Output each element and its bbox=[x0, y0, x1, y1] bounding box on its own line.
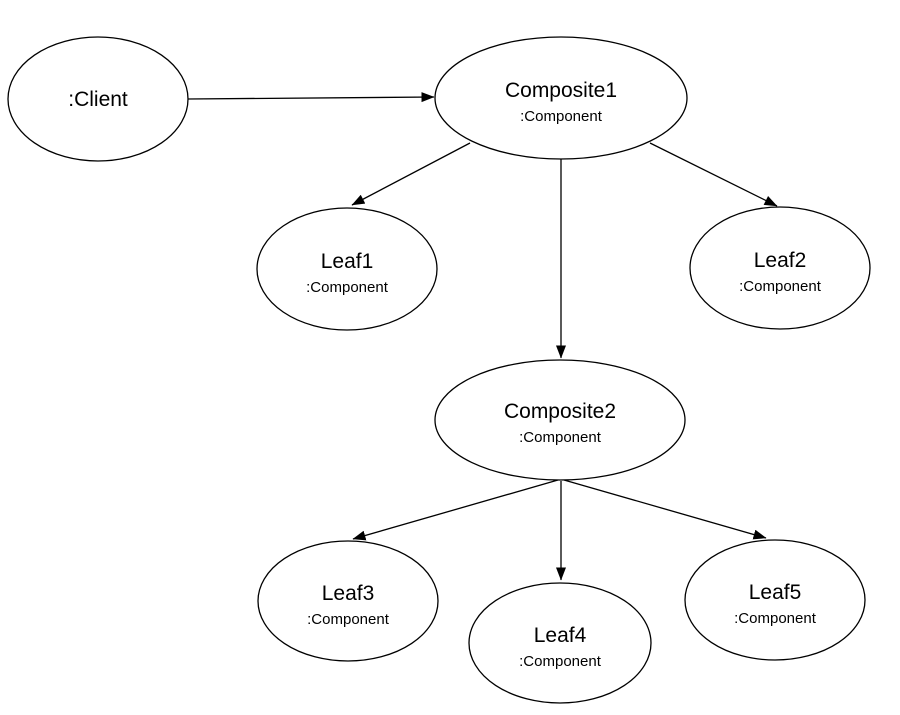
node-leaf4-label: Leaf4 bbox=[534, 624, 587, 647]
node-leaf2-sublabel: :Component bbox=[739, 278, 822, 295]
node-leaf3-shape bbox=[257, 540, 439, 662]
node-composite2: Composite2 :Component bbox=[434, 359, 686, 481]
node-leaf3-sublabel: :Component bbox=[307, 611, 390, 628]
edge-composite2-to-leaf3 bbox=[352, 479, 559, 541]
node-leaf1-label: Leaf1 bbox=[321, 250, 374, 273]
node-composite2-sublabel: :Component bbox=[519, 429, 602, 446]
node-leaf4-sublabel: :Component bbox=[519, 653, 602, 670]
node-leaf5-label: Leaf5 bbox=[749, 581, 802, 604]
edge-composite1-to-leaf1 bbox=[351, 142, 471, 206]
node-client-label: :Client bbox=[68, 88, 128, 111]
node-client-shape bbox=[7, 36, 189, 162]
node-leaf2-label: Leaf2 bbox=[754, 249, 807, 272]
node-leaf5-shape bbox=[684, 539, 866, 661]
node-leaf1-shape bbox=[256, 207, 438, 331]
node-composite2-shape bbox=[434, 359, 686, 481]
edge-composite1-to-leaf2 bbox=[649, 142, 778, 207]
node-leaf5-sublabel: :Component bbox=[734, 610, 817, 627]
node-composite1-label: Composite1 bbox=[505, 79, 617, 102]
node-composite1-shape bbox=[434, 36, 688, 160]
node-leaf5: Leaf5 :Component bbox=[684, 539, 866, 661]
node-leaf3: Leaf3 :Component bbox=[257, 540, 439, 662]
node-leaf4-shape bbox=[468, 582, 652, 704]
edges-layer bbox=[187, 92, 778, 581]
node-composite1: Composite1 :Component bbox=[434, 36, 688, 160]
edge-composite2-to-leaf5 bbox=[563, 479, 767, 540]
node-leaf1: Leaf1 :Component bbox=[256, 207, 438, 331]
edge-client-to-composite1 bbox=[187, 92, 435, 103]
node-leaf2-shape bbox=[689, 206, 871, 330]
node-leaf2: Leaf2 :Component bbox=[689, 206, 871, 330]
node-leaf1-sublabel: :Component bbox=[306, 279, 389, 296]
node-client: :Client bbox=[7, 36, 189, 162]
node-leaf3-label: Leaf3 bbox=[322, 582, 375, 605]
node-composite1-sublabel: :Component bbox=[520, 108, 603, 125]
node-leaf4: Leaf4 :Component bbox=[468, 582, 652, 704]
node-composite2-label: Composite2 bbox=[504, 400, 616, 423]
